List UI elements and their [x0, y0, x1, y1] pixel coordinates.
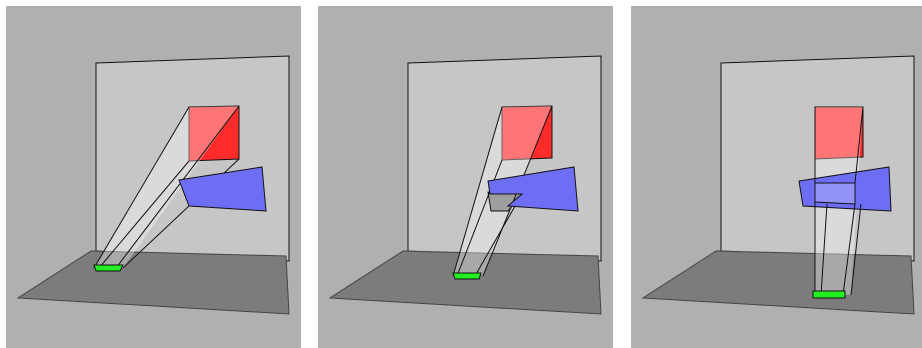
- beam-edge: [474, 193, 523, 277]
- scene-panel-3: [631, 6, 922, 348]
- blue-occluder: [178, 166, 267, 212]
- scene-2-svg: [328, 55, 602, 315]
- beam-edge: [854, 106, 864, 184]
- scene-panel-2: [318, 6, 613, 348]
- beam-edge: [842, 203, 856, 296]
- floor: [328, 250, 602, 315]
- beam-edge: [820, 203, 828, 296]
- scene-1-svg: [16, 55, 290, 315]
- beam-through-occluder: [814, 182, 856, 205]
- blue-occluder: [798, 166, 892, 212]
- floor: [16, 250, 290, 315]
- beam-edge: [850, 203, 862, 296]
- red-square: [501, 105, 553, 161]
- beam-edge: [452, 106, 503, 277]
- green-source: [93, 264, 124, 272]
- beam-edge: [456, 159, 503, 277]
- green-source: [452, 272, 482, 280]
- green-source: [812, 290, 846, 299]
- scene-3-svg: [641, 55, 915, 315]
- beam-edge: [98, 160, 190, 269]
- floor: [641, 250, 915, 315]
- beam-edge: [115, 105, 240, 269]
- beam-edge: [93, 106, 190, 269]
- blue-occluder: [487, 166, 579, 212]
- scene-panel-1: [6, 6, 301, 348]
